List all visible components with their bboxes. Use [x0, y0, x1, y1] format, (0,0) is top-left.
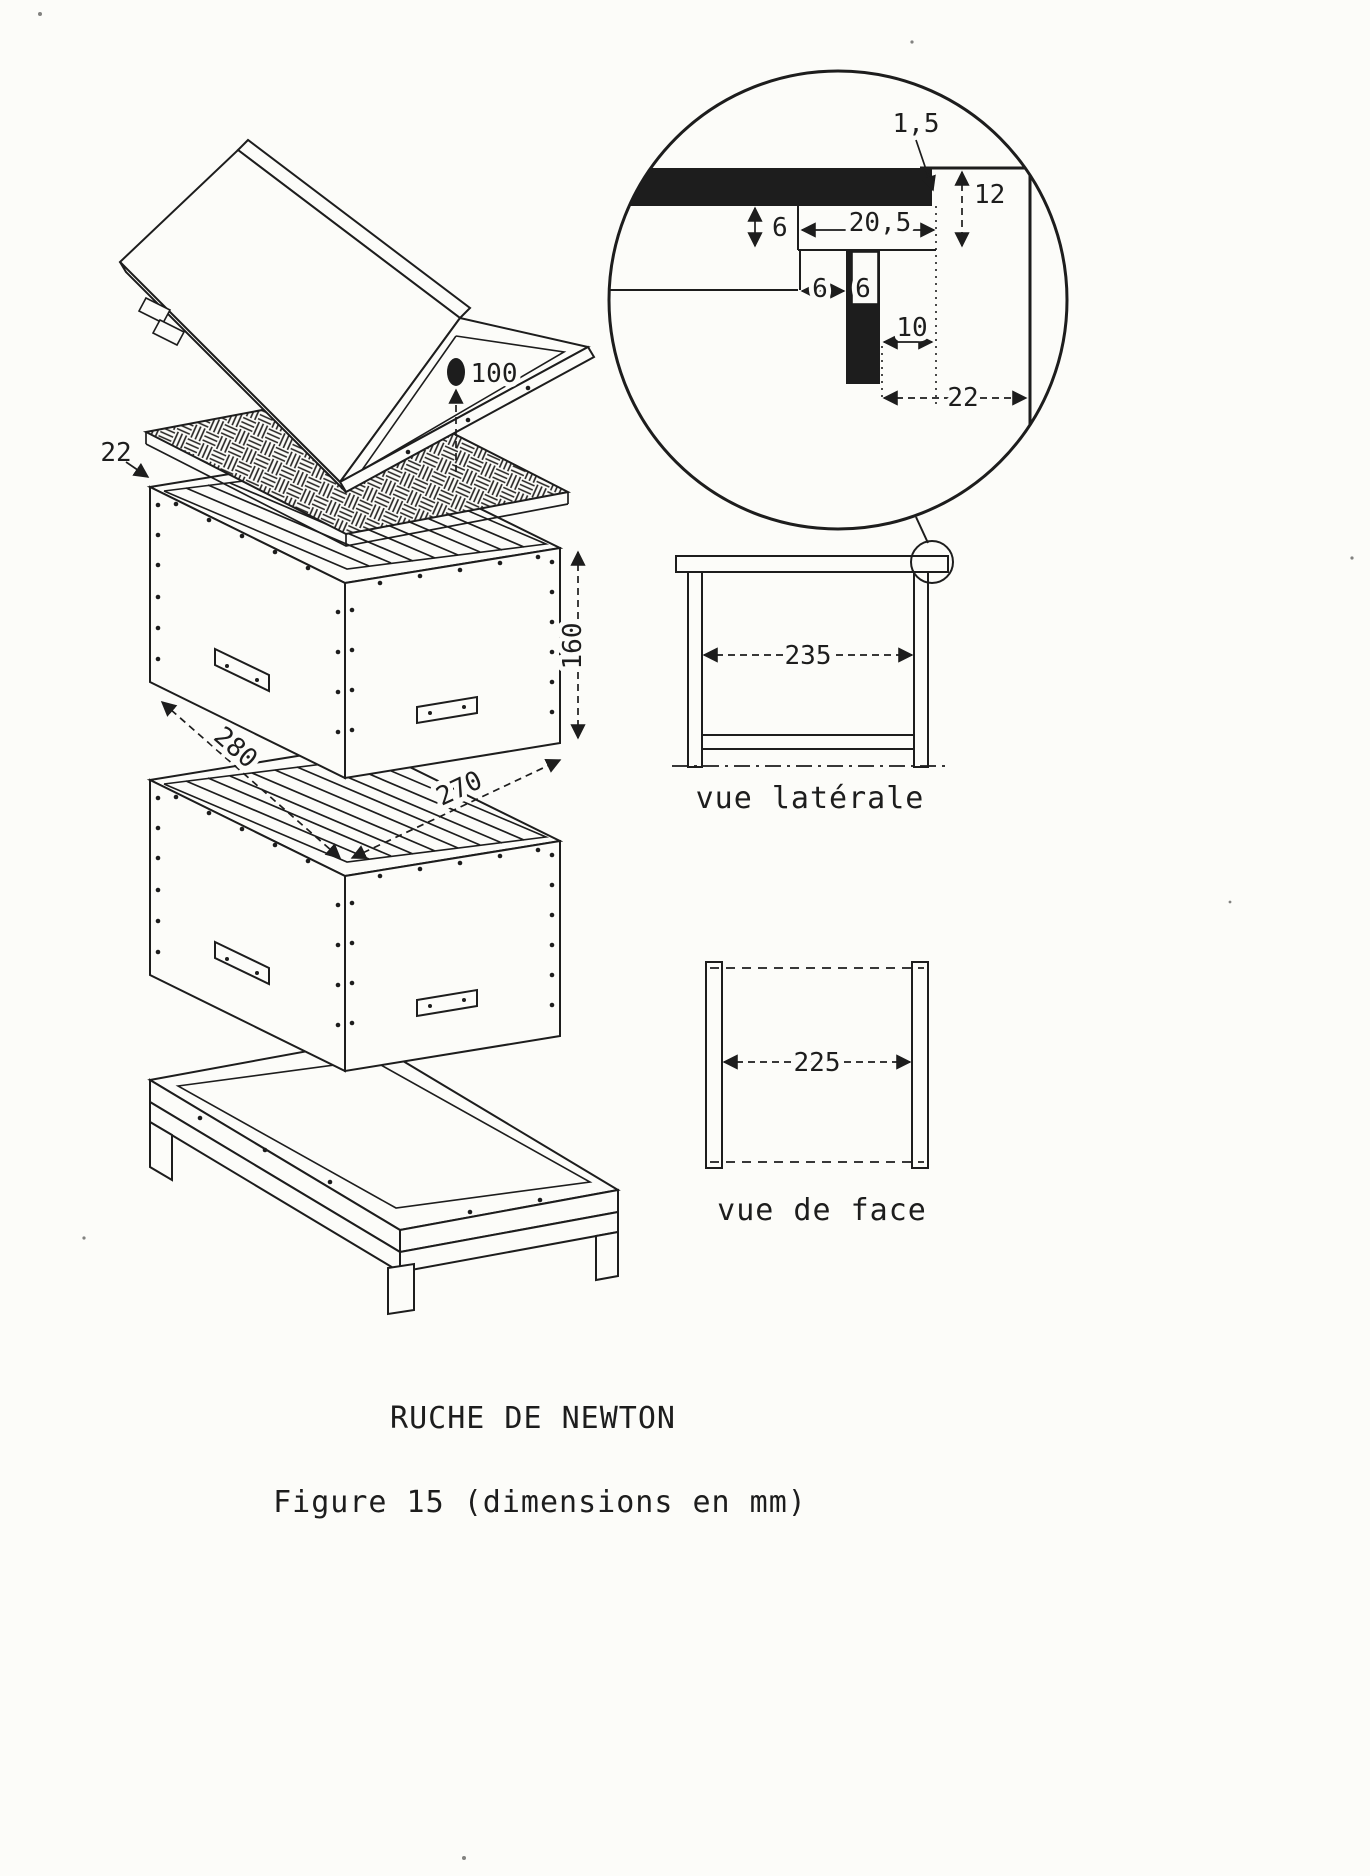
- front-view-label: vue de face: [717, 1193, 927, 1228]
- dimension-lug-gap: 6: [800, 269, 846, 309]
- dimension-mat-thickness: 22: [95, 433, 150, 478]
- dimension-entrance-hole: 100: [448, 354, 522, 472]
- front-view: 225 vue de face: [705, 961, 929, 1228]
- lateral-view: 235 vue latérale: [672, 540, 954, 816]
- detail-region-circle: [910, 540, 954, 584]
- bar-left: [705, 961, 723, 1169]
- floor-leg-right: [595, 1230, 619, 1282]
- frame-runner-band: [609, 168, 932, 206]
- dim-22-wall-label: 22: [947, 383, 978, 413]
- dimension-lateral-width: 235: [702, 636, 914, 676]
- dim-100-label: 100: [471, 359, 518, 389]
- hive-body-lower: [149, 744, 561, 1072]
- dimension-front-width: 225: [722, 1043, 912, 1083]
- dim-1-5-label: 1,5: [893, 109, 940, 139]
- lateral-view-label: vue latérale: [696, 781, 925, 816]
- dim-22-mat-label: 22: [100, 438, 131, 468]
- detail-callout: 1,5 12 6 20,5 6 6: [607, 69, 1069, 544]
- detail-circle: [607, 69, 1069, 531]
- dim-6a-label: 6: [772, 213, 788, 243]
- frame-bottom-bar: [701, 734, 915, 750]
- roof-batten: [151, 318, 186, 347]
- dim-235-label: 235: [785, 641, 832, 671]
- frame-top-bar: [675, 555, 949, 573]
- detail-dimensions: 1,5 12 6 20,5 6 6: [747, 104, 1028, 418]
- floor-board: [147, 1038, 621, 1316]
- entrance-hole: [447, 358, 465, 386]
- callout-connector: [915, 516, 929, 544]
- figure-title: RUCHE DE NEWTON: [390, 1401, 676, 1436]
- roof-eave-left: [119, 261, 347, 493]
- dim-12-label: 12: [974, 180, 1005, 210]
- wall-right: [913, 571, 929, 768]
- floor-leg-left: [149, 1120, 173, 1182]
- dim-6c-label: 6: [855, 274, 871, 304]
- dimension-body-height: 160: [553, 550, 593, 740]
- dimension-top-gap: 1,5: [888, 104, 944, 192]
- dimension-clearance: 10: [882, 308, 934, 350]
- dim-10-label: 10: [896, 313, 927, 343]
- dimension-rebate-depth: 12: [954, 170, 1010, 248]
- scan-speckles: [38, 12, 1354, 1860]
- dimension-rim-height: 6: [747, 206, 793, 248]
- dimension-wall-thickness: 22: [882, 378, 1028, 418]
- wall-left: [687, 571, 703, 768]
- roof: 100: [118, 138, 596, 494]
- dim-225-label: 225: [794, 1048, 841, 1078]
- dimension-rebate-width: 20,5: [800, 203, 936, 243]
- figure-caption: Figure 15 (dimensions en mm): [273, 1485, 807, 1520]
- dim-20-5-label: 20,5: [849, 208, 912, 238]
- dimension-lug-width: 6: [850, 269, 876, 309]
- dim-160-label: 160: [558, 623, 588, 670]
- bar-right: [911, 961, 929, 1169]
- dim-6b-label: 6: [812, 274, 828, 304]
- floor-leg-front: [387, 1262, 415, 1316]
- exploded-hive-drawing: 280 270 160 22: [95, 138, 621, 1316]
- detail-section-drawing: [609, 166, 1066, 426]
